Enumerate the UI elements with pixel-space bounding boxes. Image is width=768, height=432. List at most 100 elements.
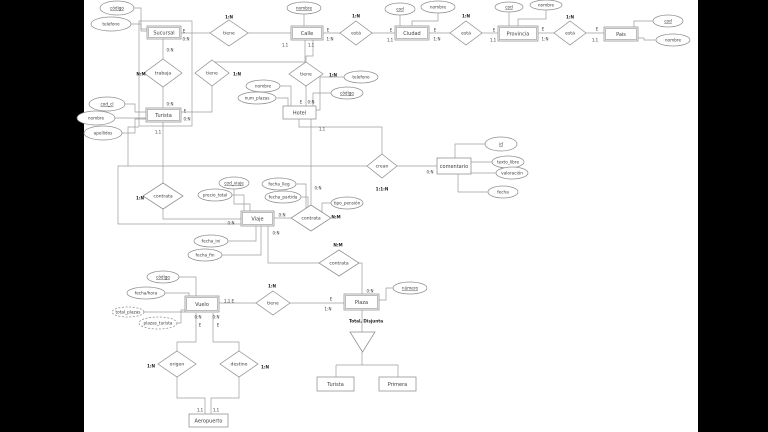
connector-line — [222, 226, 262, 256]
attribute-label-plazas-turista: plazas_turista — [144, 321, 173, 326]
cardinality-label-10: 0:N — [184, 117, 191, 122]
relationship-tiene-1 — [209, 19, 249, 47]
attribute-label-nombre-hotel: nombre — [255, 84, 272, 89]
entity-label-turista: Turista — [154, 113, 172, 119]
connector-line — [162, 209, 241, 220]
cardinality-label-29: 1,1 — [319, 127, 326, 132]
entity-inner-border-plaza — [345, 295, 378, 309]
attribute-label-cod-pais: cod — [664, 19, 672, 24]
attribute-cod-pais — [652, 14, 684, 28]
relationship-label-contrata-2: contrata — [301, 216, 321, 222]
entity-inner-border-provincia — [499, 27, 537, 40]
relationship-label-contrata-3: contrata — [329, 261, 349, 267]
connector-line — [316, 76, 344, 111]
entity-inner-border-turista — [147, 109, 180, 121]
cardinality-label-8: 1:N — [233, 72, 242, 77]
cardinality-label-52: 1,1 — [213, 408, 220, 413]
connector-line — [176, 313, 197, 351]
cardinality-label-35: 0:N — [279, 213, 286, 218]
entity-label-viaje: Viaje — [251, 216, 263, 222]
entity-inner-border-sucursal — [148, 27, 180, 38]
attribute-tipo-pension — [330, 196, 364, 210]
attribute-label-codigo-vuelo: código — [156, 275, 170, 280]
attribute-telefono-hotel — [343, 70, 379, 84]
attribute-fecha-hora — [126, 286, 166, 300]
attribute-apellidos — [83, 125, 123, 141]
cardinality-label-14: 1:N — [352, 14, 361, 19]
connector-line — [134, 7, 147, 30]
connector-line — [312, 92, 331, 106]
attribute-label-nombre-provincia: nombre — [538, 3, 555, 8]
connector-line — [276, 97, 289, 106]
cardinality-label-2: 0:N — [183, 37, 190, 42]
attribute-label-nombre-ciudad: nombre — [430, 5, 447, 10]
attribute-cod-viaje — [218, 176, 250, 190]
cardinality-label-28: 1,1 — [592, 38, 599, 43]
entity-label-pais: Pais — [616, 32, 626, 38]
connector-line — [179, 276, 197, 296]
cardinality-label-17: E — [390, 28, 393, 33]
cardinality-label-12: E — [300, 100, 303, 105]
relationship-label-trabaja: trabaja — [155, 71, 172, 77]
entity-label-hotel: Hotel — [293, 110, 306, 116]
relationship-trabaja — [143, 58, 183, 88]
relationship-contrata-2 — [290, 204, 332, 232]
cardinality-label-41: 1:N — [268, 284, 277, 289]
relationship-label-tiene-4: tiene — [267, 301, 279, 307]
cardinality-label-44: 1:N — [325, 307, 332, 312]
cardinality-label-13: 0:N — [308, 100, 315, 105]
cardinality-label-24: 1:N — [566, 15, 575, 20]
attribute-label-apellidos: apellidos — [94, 131, 113, 136]
connector-line — [296, 183, 307, 209]
cardinality-label-53: Total, Disjunta — [349, 319, 383, 324]
attribute-label-codigo-hotel: código — [340, 91, 354, 96]
connector-line — [122, 118, 146, 134]
attribute-label-total-plazas: total_plazas — [115, 310, 140, 315]
attribute-label-numero-plaza: número — [402, 286, 419, 291]
entity-provincia — [497, 25, 539, 42]
entity-inner-border-ciudad — [396, 27, 428, 39]
connector-line — [517, 10, 547, 26]
connector-line — [127, 126, 367, 167]
cardinality-label-36: N:M — [331, 215, 340, 220]
attribute-label-fecha-lleg: fecha_lleg — [268, 182, 290, 187]
cardinality-label-0: 1:N — [225, 15, 234, 20]
connector-line — [212, 40, 306, 63]
attribute-label-fecha-fin: fecha_fin — [196, 253, 215, 258]
connector-line — [117, 165, 241, 225]
relationship-origen — [157, 350, 197, 378]
attribute-label-fecha-ini: fecha_ini — [202, 239, 221, 244]
attribute-label-telefono-sucursal: telefono — [102, 22, 120, 27]
attribute-nombre-turista — [76, 110, 116, 126]
attribute-cod-cl — [88, 96, 126, 112]
attribute-fecha-partida — [264, 190, 302, 204]
attribute-precio-total — [197, 188, 233, 202]
cardinality-label-45: 0:N — [195, 315, 202, 320]
attribute-fecha-lleg — [261, 177, 297, 191]
relationship-label-tiene-2: tiene — [206, 71, 218, 77]
entity-inner-border-vuelo — [186, 297, 218, 311]
cardinality-label-26: 1:N — [542, 37, 549, 42]
cardinality-label-48: E — [217, 323, 220, 328]
connector-line — [454, 143, 485, 158]
relationship-label-tiene-3: tiene — [300, 72, 312, 78]
cardinality-label-37: 0:N — [315, 186, 322, 191]
relationship-tiene-3 — [288, 61, 324, 87]
relationship-label-origen: origen — [170, 362, 185, 368]
cardinality-label-43: E — [330, 297, 333, 302]
attribute-label-cod-provincia: cod — [505, 5, 513, 10]
relationship-label-contrata-1: contrata — [153, 194, 173, 200]
connector-line — [177, 309, 185, 324]
entity-label-ciudad: Ciudad — [403, 31, 420, 37]
cardinality-label-20: E — [434, 28, 437, 33]
attribute-label-fecha-hora: fecha/hora — [135, 291, 158, 296]
connector-line — [267, 226, 319, 264]
cardinality-label-46: E — [199, 323, 202, 328]
connector-line — [125, 103, 146, 113]
entity-label-turista-sub: Turista — [326, 382, 344, 388]
connector-line — [633, 20, 653, 27]
attribute-telefono-sucursal — [90, 16, 132, 32]
connector-line — [212, 313, 240, 351]
connector-line — [321, 202, 332, 213]
